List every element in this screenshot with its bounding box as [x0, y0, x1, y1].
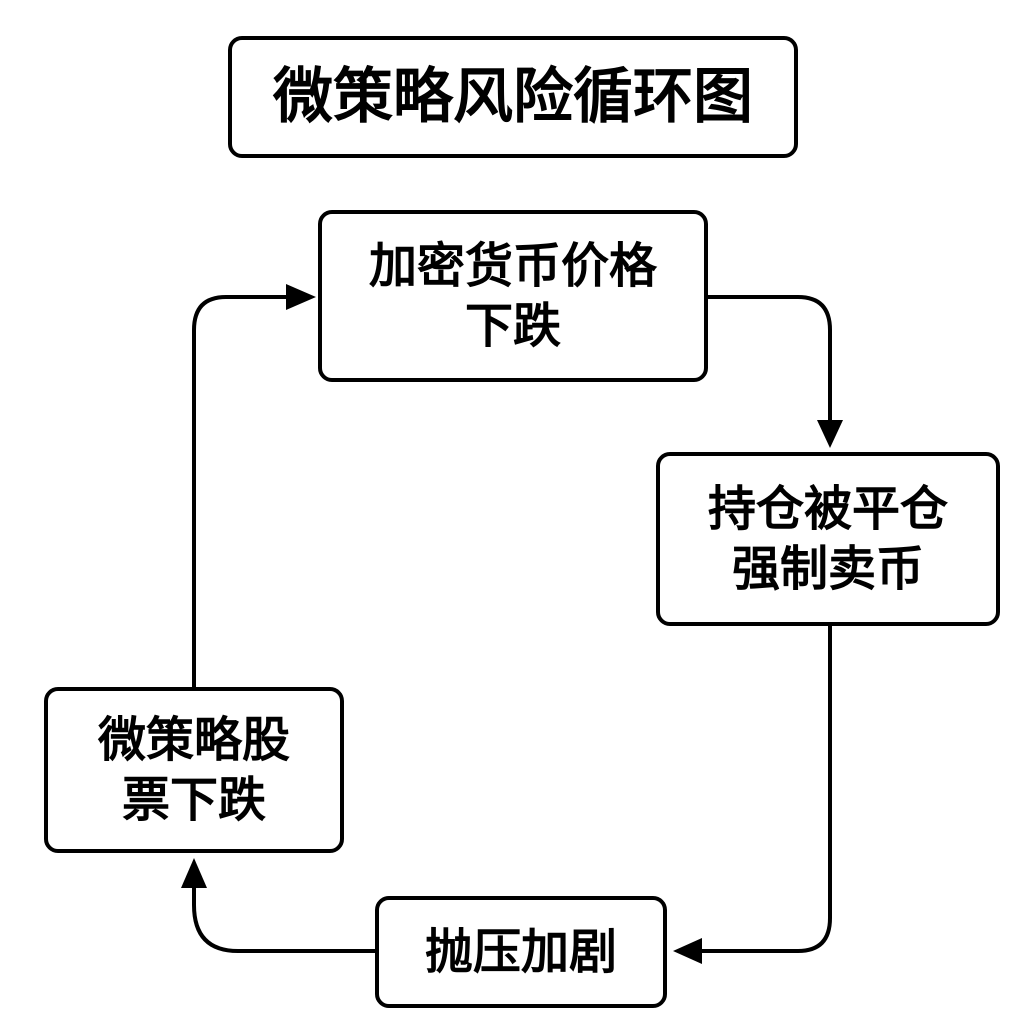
- node-forced-liquidation: 持仓被平仓 强制卖币: [656, 452, 1000, 626]
- node-label-line-1: 持仓被平仓: [707, 481, 948, 537]
- arrow-selling-to-stock: [192, 886, 375, 953]
- arrow-price-to-liquidation: [708, 295, 832, 422]
- node-label-line-1: 抛压加剧: [424, 924, 617, 980]
- node-label-line-1: 微策略股: [97, 712, 290, 768]
- arrowhead-stock-to-price: [286, 284, 316, 310]
- node-label-line-1: 加密货币价格: [368, 238, 657, 294]
- arrowhead-price-to-liquidation: [817, 420, 843, 448]
- arrow-stock-to-price: [192, 295, 288, 687]
- arrowhead-liquidation-to-selling: [673, 938, 702, 964]
- node-label-line-2: 票下跌: [121, 772, 266, 828]
- node-selling-pressure: 抛压加剧: [375, 896, 667, 1008]
- arrowhead-selling-to-stock: [181, 858, 207, 888]
- arrow-liquidation-to-selling: [700, 626, 832, 953]
- diagram-title: 微策略风险循环图: [273, 61, 753, 132]
- node-label-line-2: 强制卖币: [731, 541, 924, 597]
- node-microstrategy-stock-drop: 微策略股 票下跌: [44, 687, 344, 853]
- node-label-line-2: 下跌: [464, 298, 561, 354]
- node-crypto-price-drop: 加密货币价格 下跌: [318, 210, 708, 382]
- diagram-title-box: 微策略风险循环图: [228, 36, 798, 158]
